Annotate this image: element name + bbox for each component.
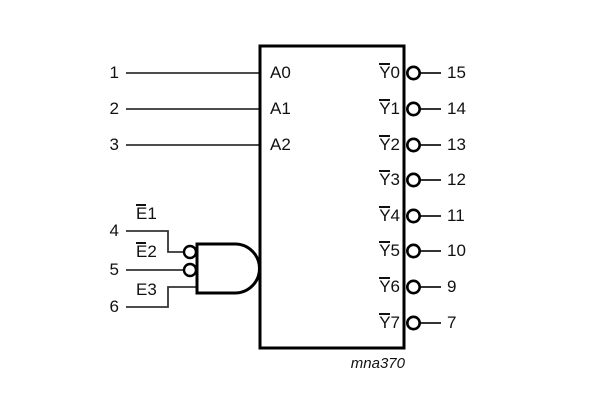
y0-plain-part: 0 [390,63,400,82]
y2-barred-part: Y [379,135,391,154]
enable-label-e1: E1 [136,204,176,224]
pin-number-1: 1 [109,63,119,82]
y7-barred-part: Y [379,313,391,332]
and-gate [195,242,261,295]
decoder-body [258,44,406,350]
pin-number-14: 14 [447,99,466,118]
y5-plain-part: 5 [390,241,400,260]
output-label-y7: Y7 [350,313,400,333]
input-label-a0: A0 [270,63,291,82]
inversion-bubble-e1 [182,244,198,260]
output-label-y2: Y2 [350,135,400,155]
inversion-bubble-y3 [405,172,421,188]
y7-plain-part: 7 [390,313,400,332]
pin-number-6: 6 [109,297,119,316]
e2-plain-part: 2 [147,242,157,261]
inversion-bubble-y7 [405,315,421,331]
pin-number-7: 7 [447,313,457,332]
output-label-y1: Y1 [350,99,400,119]
y5-barred-part: Y [379,241,391,260]
pin-number-11: 11 [447,206,465,225]
inversion-bubble-y0 [405,65,421,81]
pin-number-3: 3 [109,135,119,154]
y3-plain-part: 3 [390,170,400,189]
inversion-bubble-y2 [405,137,421,153]
output-label-y3: Y3 [350,170,400,190]
pin-number-13: 13 [447,135,466,154]
output-label-y6: Y6 [350,277,400,297]
pin-number-10: 10 [447,241,466,260]
input-label-a2: A2 [270,135,291,154]
figure-caption: mna370 [350,355,405,372]
wire-e1 [126,230,184,253]
inversion-bubble-y4 [405,208,421,224]
pin-number-4: 4 [109,221,119,240]
inversion-bubble-y1 [405,101,421,117]
y1-barred-part: Y [379,99,391,118]
y0-barred-part: Y [379,63,391,82]
y2-plain-part: 2 [390,135,400,154]
wire-e3 [126,286,197,308]
input-label-a1: A1 [270,99,291,118]
enable-label-e3: E3 [136,280,176,300]
pin-number-9: 9 [447,277,457,296]
e1-barred-part: E [136,204,148,223]
e3-plain-part: E3 [136,280,157,299]
pin-number-12: 12 [447,170,466,189]
e1-plain-part: 1 [147,204,157,223]
inversion-bubble-e2 [182,262,198,278]
y4-plain-part: 4 [390,206,400,225]
output-label-y5: Y5 [350,241,400,261]
y3-barred-part: Y [379,170,391,189]
inversion-bubble-y6 [405,279,421,295]
inversion-bubble-y5 [405,243,421,259]
enable-label-e2: E2 [136,242,176,262]
y6-barred-part: Y [379,277,391,296]
y6-plain-part: 6 [390,277,400,296]
y1-plain-part: 1 [390,99,400,118]
pin-number-5: 5 [109,260,119,279]
pin-number-15: 15 [447,63,466,82]
pin-number-2: 2 [109,99,119,118]
e2-barred-part: E [136,242,148,261]
output-label-y0: Y0 [350,63,400,83]
y4-barred-part: Y [379,206,391,225]
output-label-y4: Y4 [350,206,400,226]
